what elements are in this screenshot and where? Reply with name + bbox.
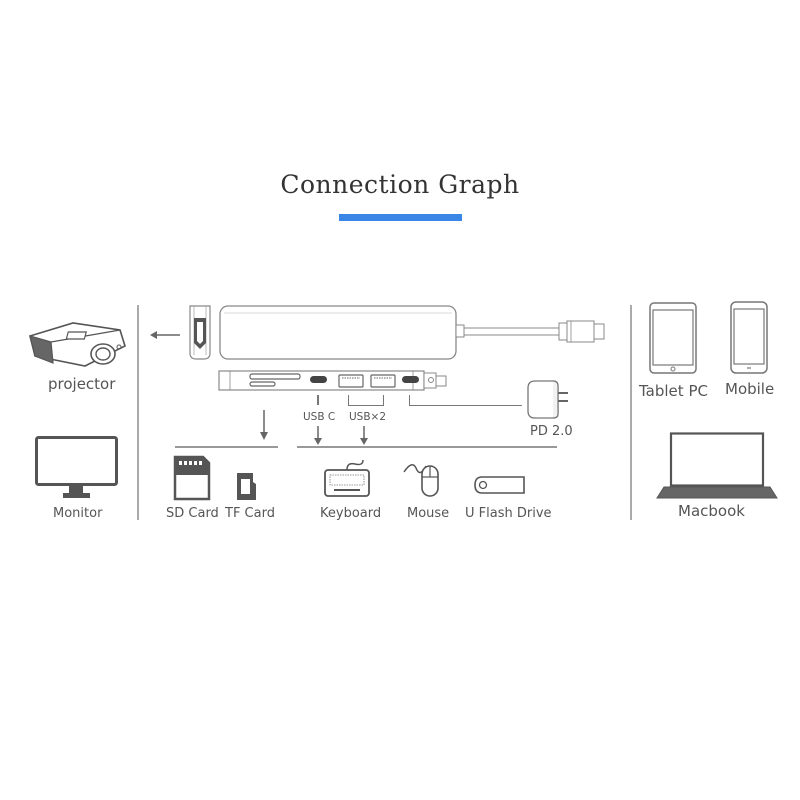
- arrow-down-usbc-icon: [314, 426, 322, 445]
- usb-x2-bracket: [348, 395, 384, 406]
- card-group-line: [175, 446, 278, 448]
- arrow-left-icon: [150, 331, 180, 339]
- right-divider: [630, 305, 632, 520]
- flash-drive-label: U Flash Drive: [465, 506, 552, 521]
- tablet-label: Tablet PC: [639, 382, 708, 400]
- macbook-label: Macbook: [678, 502, 745, 520]
- usb-group-line: [297, 446, 557, 448]
- sd-card-icon: [173, 455, 211, 501]
- mouse-label: Mouse: [407, 506, 450, 521]
- keyboard-label: Keyboard: [320, 506, 382, 521]
- mobile-icon: [730, 301, 768, 374]
- tf-card-label: TF Card: [225, 506, 275, 521]
- indicator-light: [428, 377, 434, 383]
- left-divider: [137, 305, 139, 520]
- power-adapter-icon: [527, 380, 568, 419]
- mobile-label: Mobile: [725, 380, 775, 398]
- usb-x2-label: USB×2: [349, 411, 387, 423]
- pd-label: PD 2.0: [530, 424, 573, 439]
- hdmi-port-icon: [189, 305, 211, 360]
- monitor-label: Monitor: [53, 506, 103, 521]
- usb-c-label: USB C: [303, 411, 336, 423]
- sd-card-label: SD Card: [166, 506, 219, 521]
- page-title: Connection Graph: [280, 170, 520, 199]
- hub-body: [219, 305, 605, 360]
- title-underline: [339, 214, 462, 221]
- macbook-icon: [656, 432, 778, 499]
- flash-drive-icon: [474, 476, 525, 494]
- monitor-icon: [35, 436, 118, 498]
- arrow-down-usbx2-icon: [360, 426, 368, 445]
- keyboard-icon: [324, 459, 370, 497]
- hub-side-ports: [218, 370, 447, 391]
- projector-label: projector: [48, 375, 116, 393]
- tablet-icon: [649, 302, 697, 374]
- arrow-down-card-icon: [260, 410, 268, 440]
- usb-c-tick: [317, 395, 319, 405]
- pd-connector-line: [409, 395, 522, 406]
- mouse-icon: [403, 464, 439, 497]
- tf-card-icon: [237, 473, 256, 500]
- projector-icon: [29, 322, 126, 367]
